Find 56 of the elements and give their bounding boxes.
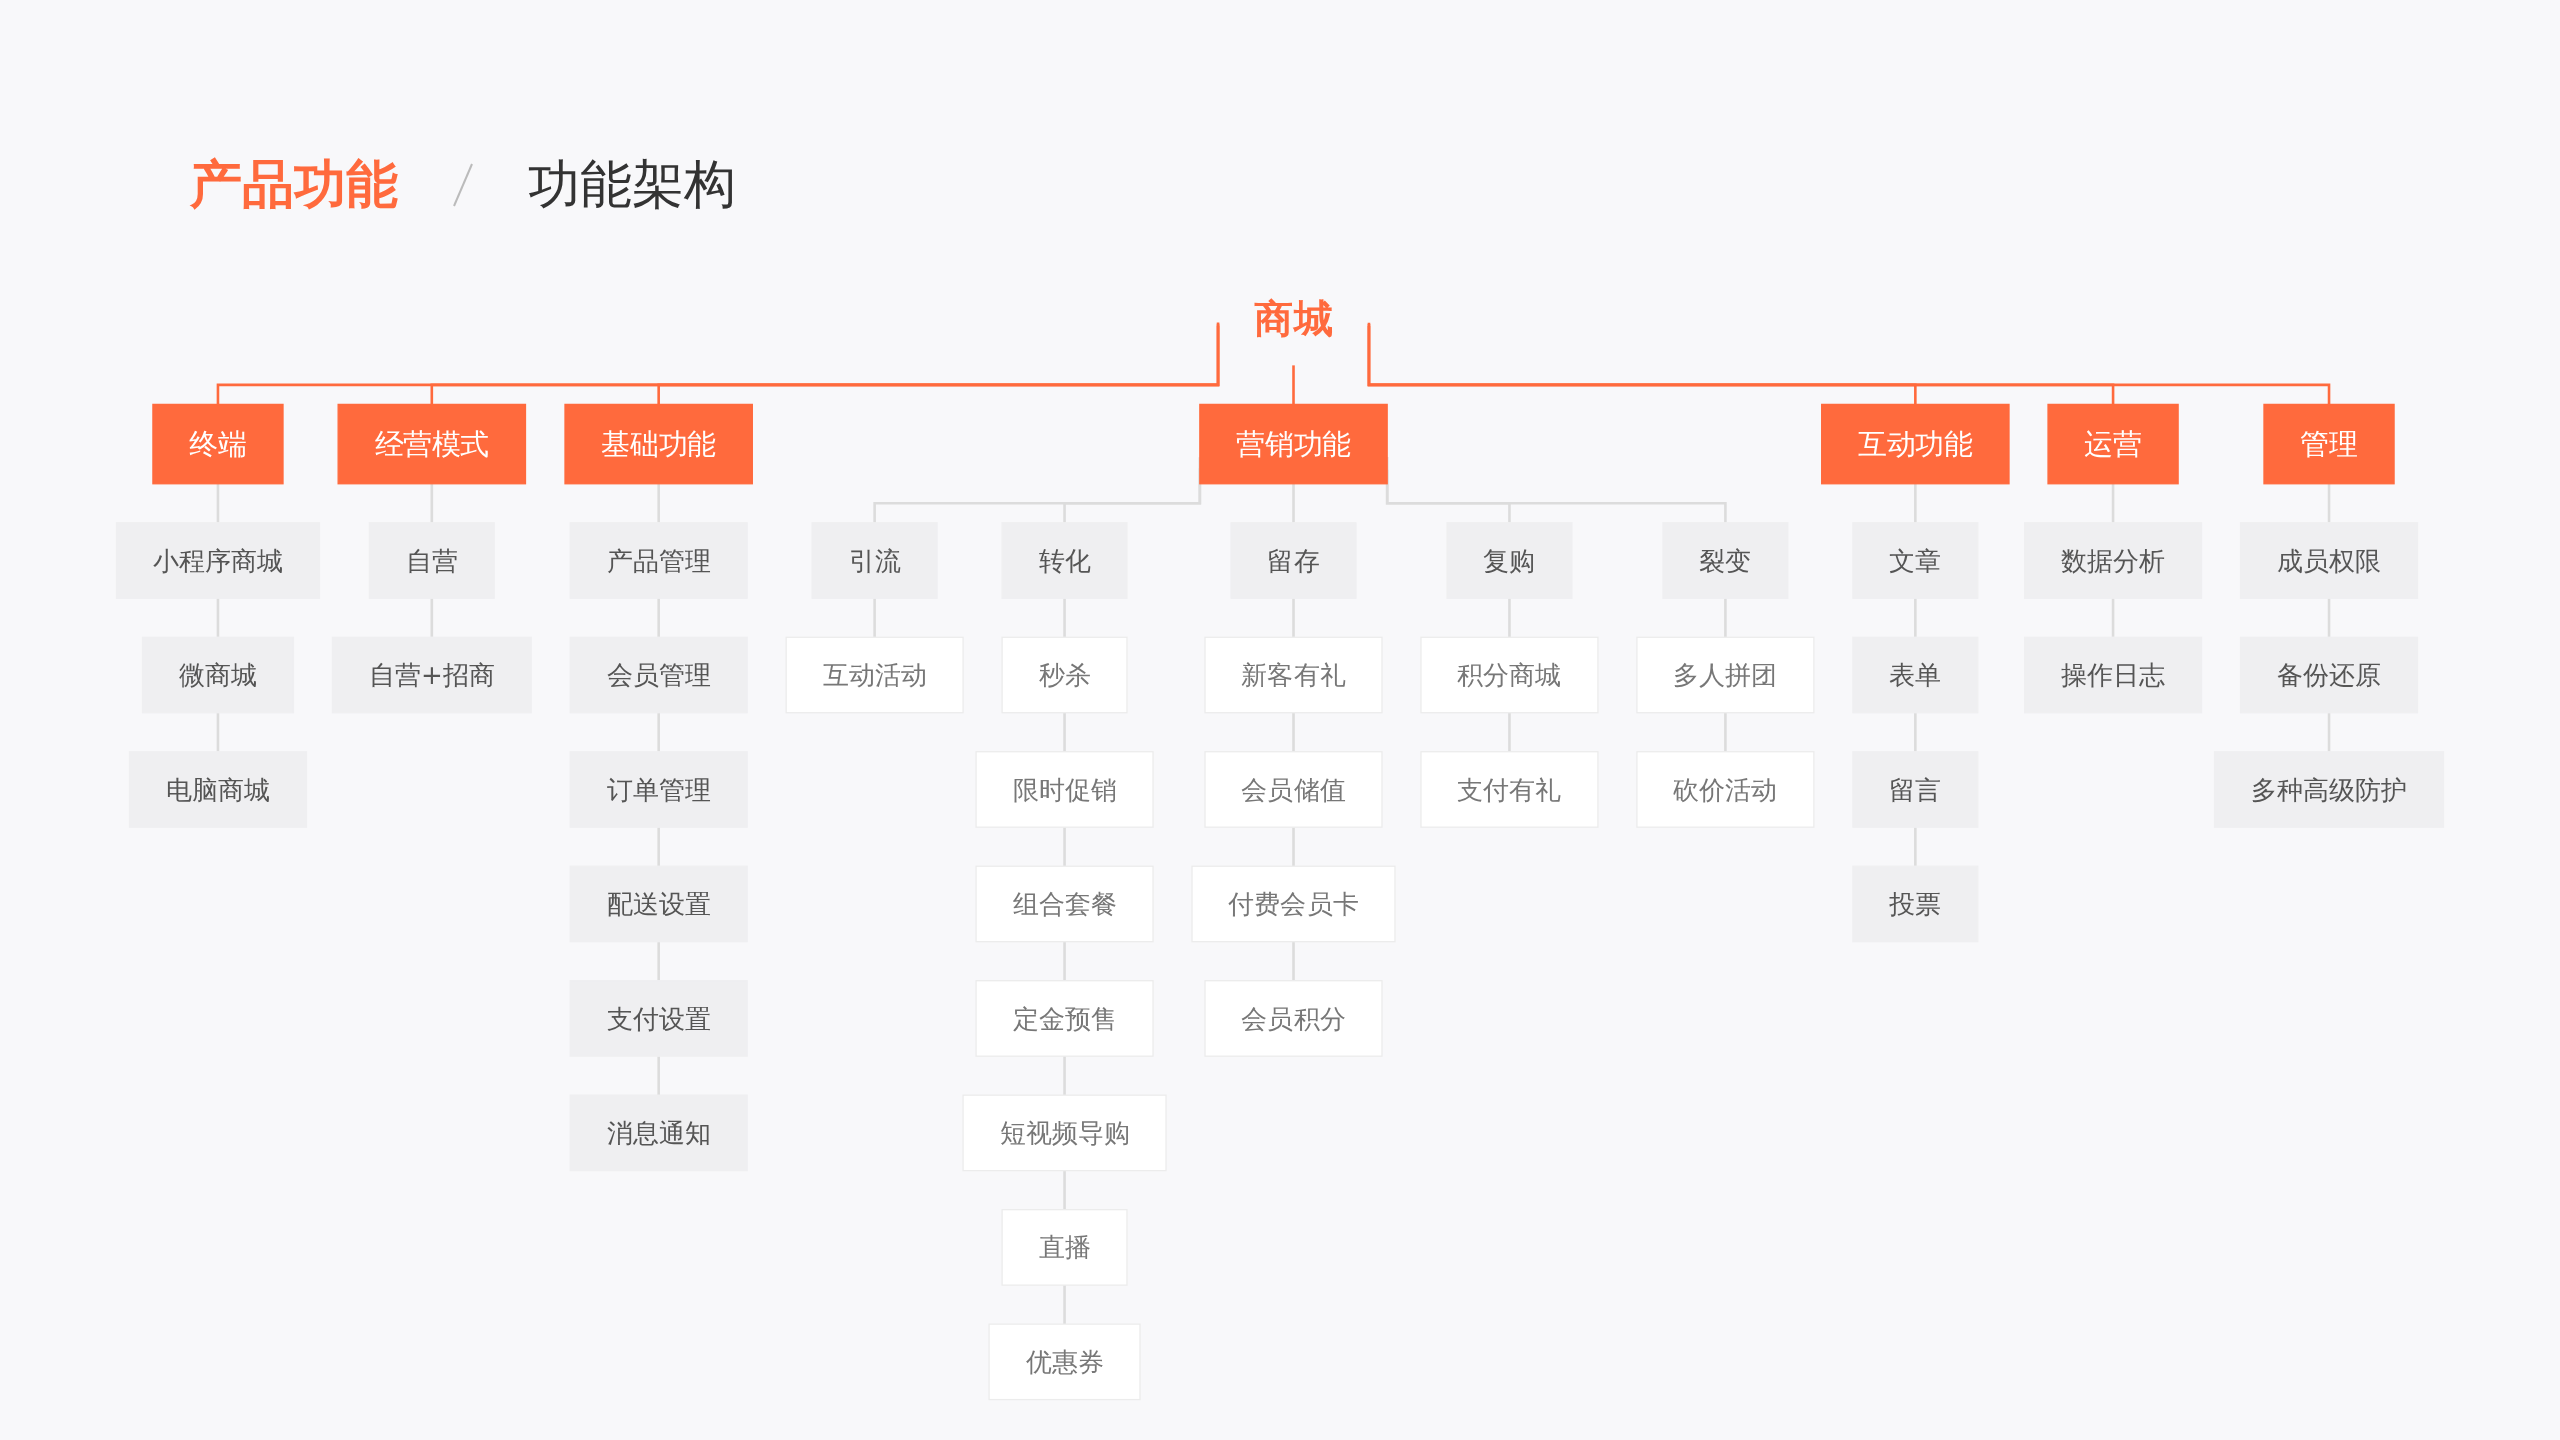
node-box: 多种高级防护 [2213, 751, 2445, 828]
node-box: 营销功能 [1199, 403, 1388, 485]
page-title: 产品功能 [190, 153, 398, 216]
connector [216, 322, 1220, 406]
node-box: 管理 [2263, 403, 2395, 485]
node-box: 订单管理 [569, 751, 748, 828]
node-text: 商城 [1254, 295, 1333, 341]
connector [1367, 322, 2331, 406]
node-box: 配送设置 [569, 865, 748, 943]
node-box: 数据分析 [2023, 522, 2203, 599]
node-box: 基础功能 [564, 403, 753, 485]
node-box: 优惠券 [988, 1323, 1141, 1401]
node-box: 多人拼团 [1636, 636, 1815, 714]
node-box: 直播 [1001, 1209, 1128, 1286]
node-box: 短视频导购 [962, 1094, 1167, 1172]
node-box: 会员管理 [569, 636, 748, 714]
node-box: 互动活动 [785, 636, 964, 714]
node-box: 成员权限 [2239, 522, 2419, 599]
connector [430, 323, 1220, 406]
connector [657, 325, 1220, 406]
node-box: 支付有礼 [1420, 751, 1599, 828]
node-box: 表单 [1852, 636, 1979, 714]
node-box: 新客有礼 [1204, 636, 1383, 714]
node-box: 运营 [2047, 403, 2179, 485]
node-box: 微商城 [141, 636, 295, 714]
node-box: 留言 [1852, 751, 1979, 828]
node-box: 备份还原 [2239, 636, 2419, 714]
node-box: 会员储值 [1204, 751, 1383, 828]
node-box: 经营模式 [337, 403, 527, 485]
node-box: 操作日志 [2023, 636, 2203, 714]
node-box: 消息通知 [569, 1094, 748, 1172]
node-box: 付费会员卡 [1191, 865, 1396, 943]
subtitle: 功能架构 [528, 153, 736, 216]
node-box: 复购 [1446, 522, 1573, 599]
node-box: 电脑商城 [128, 751, 308, 828]
node-box: 定金预售 [975, 980, 1154, 1057]
node-box: 限时促销 [975, 751, 1154, 828]
node-box: 秒杀 [1001, 636, 1128, 714]
node-box: 产品管理 [569, 522, 748, 599]
node-box: 引流 [811, 522, 938, 599]
node-box: 终端 [152, 403, 284, 485]
connector [1292, 365, 1295, 406]
node-box: 积分商城 [1420, 636, 1599, 714]
node-box: 小程序商城 [115, 522, 321, 599]
node-box: 自营 [368, 522, 495, 599]
node-box: 自营+招商 [331, 636, 532, 714]
node-box: 砍价活动 [1636, 751, 1815, 828]
node-box: 裂变 [1662, 522, 1789, 599]
node-box: 文章 [1852, 522, 1979, 599]
node-box: 投票 [1852, 865, 1979, 943]
node-box: 转化 [1001, 522, 1128, 599]
node-box: 留存 [1230, 522, 1357, 599]
node-box: 会员积分 [1204, 980, 1383, 1057]
node-box: 支付设置 [569, 980, 748, 1057]
node-box: 组合套餐 [975, 865, 1154, 943]
node-box: 互动功能 [1821, 403, 2010, 485]
